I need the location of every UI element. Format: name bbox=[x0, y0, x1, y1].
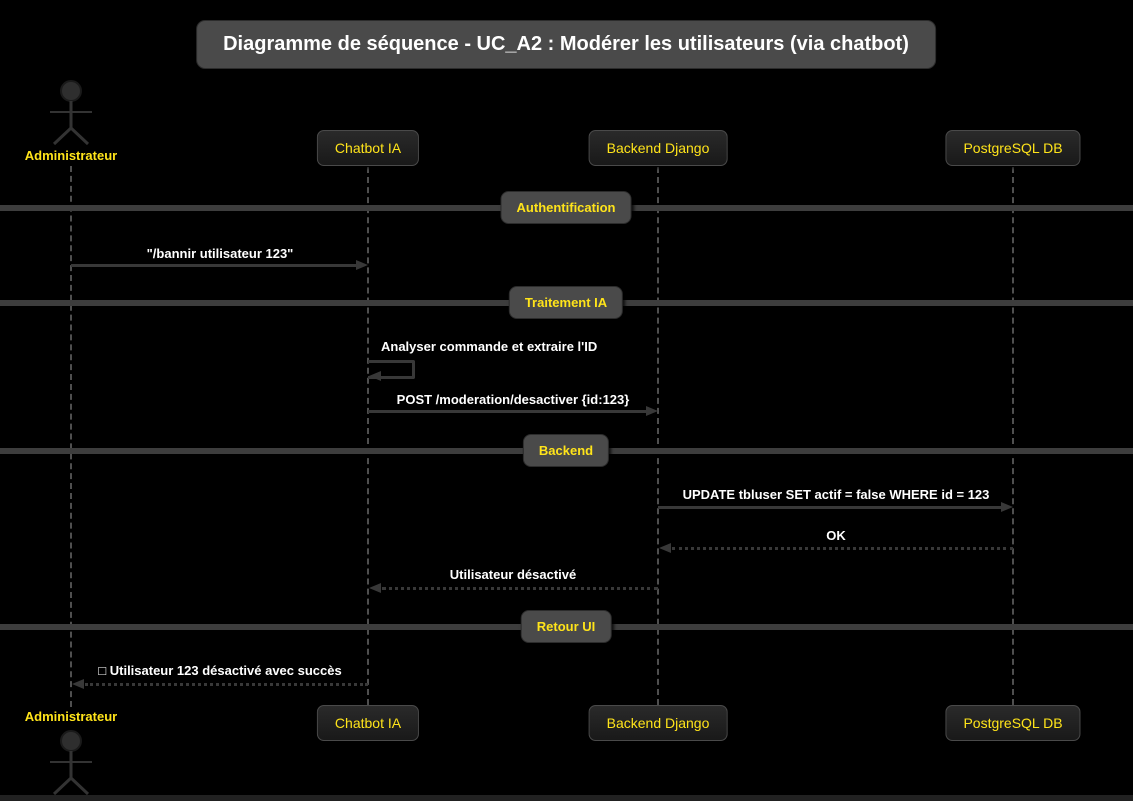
message-succes-arrow bbox=[85, 683, 368, 686]
lifeline-backend-django bbox=[657, 167, 659, 705]
divider-backend-label: Backend bbox=[522, 434, 610, 467]
divider-retour-ui-label: Retour UI bbox=[520, 610, 612, 643]
divider-authentification-label: Authentification bbox=[500, 191, 632, 224]
message-post-arrowhead bbox=[646, 406, 658, 416]
message-analyser-arrowhead bbox=[369, 371, 381, 381]
message-succes-label: □ Utilisateur 123 désactivé avec succès bbox=[98, 663, 342, 678]
message-post-arrow bbox=[368, 410, 646, 413]
lifeline-chatbot-ia bbox=[367, 167, 369, 705]
actor-administrateur-icon-top bbox=[50, 80, 92, 146]
actor-administrateur-label-bottom: Administrateur bbox=[24, 709, 118, 724]
participant-backend-django-bottom: Backend Django bbox=[588, 705, 728, 741]
lifeline-postgresql-db bbox=[1012, 167, 1014, 705]
message-update-arrow bbox=[658, 506, 1001, 509]
message-desactive-arrow bbox=[382, 587, 658, 590]
message-ok-label: OK bbox=[826, 528, 846, 543]
message-bannir-arrowhead bbox=[356, 260, 368, 270]
participant-chatbot-ia-top: Chatbot IA bbox=[316, 130, 420, 166]
message-bannir-arrow bbox=[71, 264, 357, 267]
message-analyser-self-loop bbox=[368, 360, 415, 379]
page-title: Diagramme de séquence - UC_A2 : Modérer … bbox=[196, 20, 936, 69]
message-update-label: UPDATE tbluser SET actif = false WHERE i… bbox=[682, 487, 990, 502]
message-ok-arrowhead bbox=[659, 543, 671, 553]
message-desactive-label: Utilisateur désactivé bbox=[449, 567, 577, 582]
message-analyser-label: Analyser commande et extraire l'ID bbox=[381, 339, 598, 354]
message-post-label: POST /moderation/desactiver {id:123} bbox=[396, 392, 630, 407]
participant-backend-django-top: Backend Django bbox=[588, 130, 728, 166]
actor-administrateur-label-top: Administrateur bbox=[24, 148, 118, 163]
message-bannir-label: "/bannir utilisateur 123" bbox=[146, 246, 294, 261]
participant-chatbot-ia-bottom: Chatbot IA bbox=[316, 705, 420, 741]
message-succes-arrowhead bbox=[72, 679, 84, 689]
message-ok-arrow bbox=[672, 547, 1013, 550]
participant-postgresql-db-top: PostgreSQL DB bbox=[945, 130, 1081, 166]
actor-administrateur-icon-bottom bbox=[50, 730, 92, 796]
bottom-edge-strip bbox=[0, 795, 1133, 801]
divider-traitement-ia-label: Traitement IA bbox=[508, 286, 624, 319]
message-desactive-arrowhead bbox=[369, 583, 381, 593]
lifeline-administrateur bbox=[70, 166, 72, 707]
message-update-arrowhead bbox=[1001, 502, 1013, 512]
participant-postgresql-db-bottom: PostgreSQL DB bbox=[945, 705, 1081, 741]
